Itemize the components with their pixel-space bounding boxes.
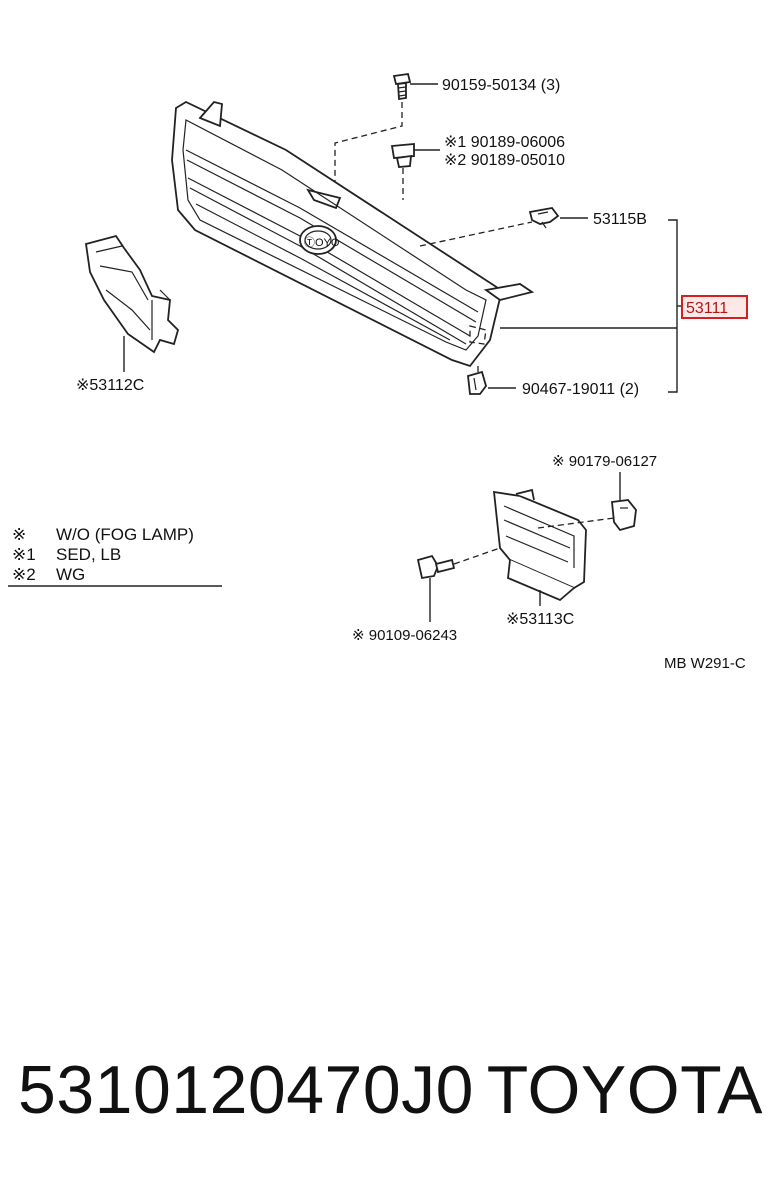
fog-cover-53113c-icon[interactable]	[492, 488, 587, 602]
legend-mark-0: ※	[12, 525, 26, 544]
diagram-code: MB W291-C	[664, 655, 746, 672]
label-53115b: 53115B	[593, 211, 647, 228]
footer-banner: 5310120470J0 TOYOTA	[18, 1045, 763, 1135]
part-number: 5310120470J0	[18, 1052, 475, 1128]
parts-diagram: 90159-50134 (3) ※1 90189-06006 ※2 90189-…	[8, 72, 748, 672]
label-90109: ※ 90109-06243	[352, 627, 457, 644]
bolt-90159-icon[interactable]	[392, 72, 412, 101]
radiator-grille[interactable]: ⓉOYO	[171, 100, 535, 368]
svg-text:ⓉOYO: ⓉOYO	[304, 236, 340, 249]
legend: ※ W/O (FOG LAMP) ※1 SED, LB ※2 WG	[8, 525, 222, 587]
label-53113c: ※53113C	[506, 611, 574, 628]
label-90467: 90467-19011 (2)	[522, 381, 639, 398]
label-90159: 90159-50134 (3)	[442, 77, 560, 94]
bracket-53112c-icon[interactable]	[84, 234, 180, 354]
retainer-53115b-icon[interactable]	[528, 207, 560, 229]
legend-mark-1: ※1	[12, 545, 36, 564]
screw-90109-icon[interactable]	[416, 554, 456, 580]
brand-name: TOYOTA	[486, 1052, 763, 1128]
clip-90467-icon[interactable]	[467, 370, 487, 395]
label-53112c: ※53112C	[76, 377, 144, 394]
label-90189-b: ※2 90189-05010	[444, 152, 565, 169]
legend-text-0: W/O (FOG LAMP)	[56, 525, 194, 544]
toyota-emblem-icon: ⓉOYO	[299, 225, 340, 255]
legend-text-2: WG	[56, 565, 85, 584]
legend-text-1: SED, LB	[56, 545, 121, 564]
label-90179: ※ 90179-06127	[552, 453, 657, 470]
label-53111[interactable]: 53111	[686, 300, 728, 317]
legend-mark-2: ※2	[12, 565, 36, 584]
highlight-box-53111[interactable]	[681, 295, 748, 319]
clip-90179-icon[interactable]	[611, 499, 637, 532]
label-90189-a: ※1 90189-06006	[444, 134, 565, 151]
clip-90189-icon[interactable]	[390, 143, 415, 168]
